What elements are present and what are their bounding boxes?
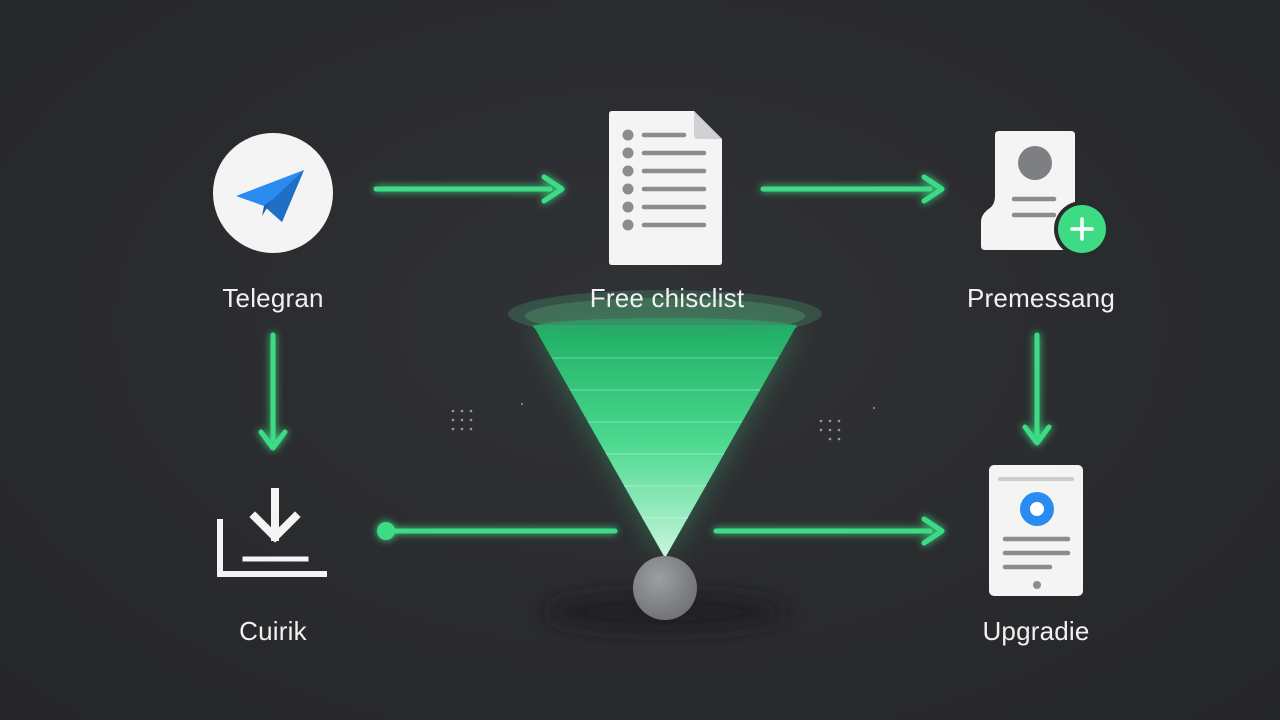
paper-plane-icon bbox=[213, 133, 333, 253]
arrow-telegram-to-checklist bbox=[373, 174, 565, 204]
download-tray-icon bbox=[217, 488, 327, 577]
premessage-label: Premessang bbox=[967, 283, 1115, 313]
arrow-funnel-to-upgrade bbox=[713, 516, 945, 546]
add-contact-card-icon bbox=[981, 131, 1110, 257]
arrow-checklist-to-premessage bbox=[760, 174, 945, 204]
document-list-icon bbox=[609, 111, 722, 265]
download-label: Cuirik bbox=[239, 616, 307, 646]
telegram-label: Telegran bbox=[222, 283, 324, 313]
plus-badge-icon bbox=[1054, 201, 1110, 257]
checklist-label: Free chisclist bbox=[589, 283, 745, 313]
line-download-to-funnel bbox=[377, 522, 618, 540]
funnel-output-ball bbox=[633, 556, 697, 620]
dot-grid-left bbox=[451, 403, 523, 431]
arrow-telegram-to-download bbox=[258, 332, 288, 451]
mobile-profile-icon bbox=[989, 465, 1083, 596]
arrow-premessage-to-upgrade bbox=[1022, 332, 1052, 446]
upgrade-label: Upgradie bbox=[982, 616, 1090, 646]
dot-grid-right bbox=[819, 407, 875, 441]
funnel-icon bbox=[508, 290, 822, 630]
